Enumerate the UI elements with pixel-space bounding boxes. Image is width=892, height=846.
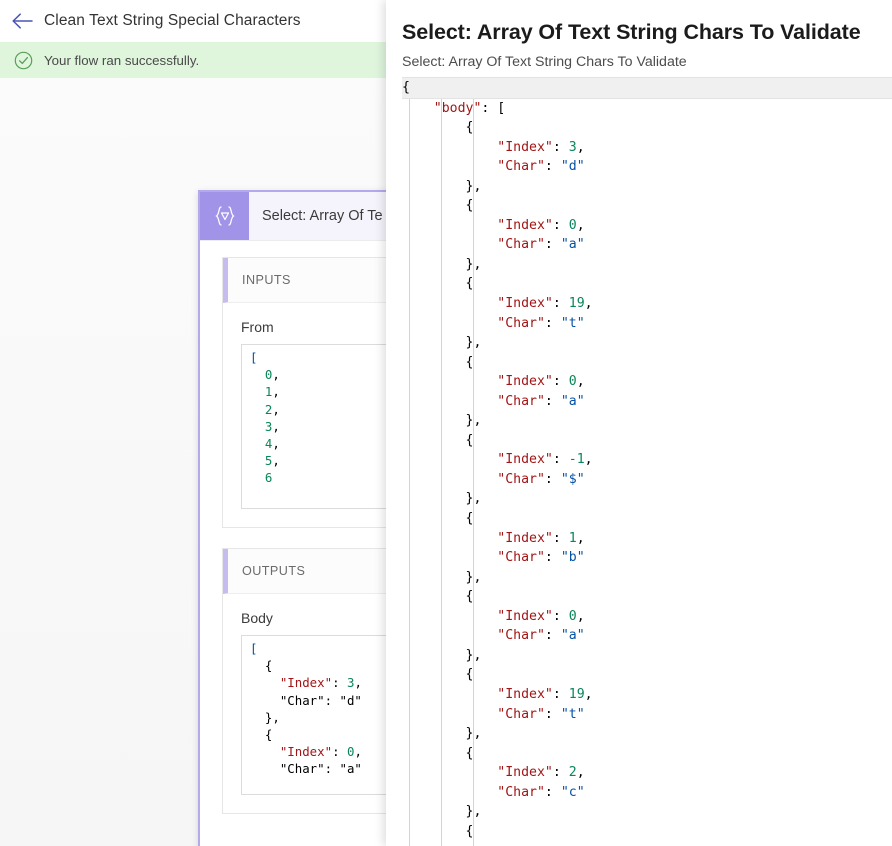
json-line: "Char": "$" bbox=[497, 471, 585, 487]
json-line: "Char": "c" bbox=[497, 784, 585, 800]
code-line: 6 bbox=[264, 470, 273, 486]
code-line: "Index": 0, bbox=[279, 744, 362, 760]
json-line: }, bbox=[402, 804, 482, 820]
json-line: "Char": "a" bbox=[497, 237, 585, 253]
json-line: "Index": 2, bbox=[497, 765, 585, 781]
json-line: "Index": 3, bbox=[497, 139, 585, 155]
code-line: [ bbox=[250, 641, 258, 656]
json-line: "Char": "t" bbox=[497, 706, 585, 722]
code-line: 0, bbox=[264, 367, 280, 383]
arrow-left-icon bbox=[11, 13, 33, 29]
json-line: }, bbox=[402, 726, 482, 742]
json-line: { bbox=[402, 276, 474, 292]
json-line: }, bbox=[402, 413, 482, 429]
json-line: "body": [ bbox=[433, 100, 506, 116]
from-field-label: From bbox=[241, 319, 274, 335]
json-line: "Char": "a" bbox=[497, 628, 585, 644]
json-line: "Char": "b" bbox=[497, 550, 585, 566]
detail-panel-title: Select: Array Of Text String Chars To Va… bbox=[402, 20, 861, 44]
page-title: Clean Text String Special Characters bbox=[44, 12, 301, 29]
json-line: }, bbox=[402, 256, 482, 272]
json-line: { bbox=[402, 354, 474, 370]
json-line: { bbox=[402, 432, 474, 448]
code-line: "Char": "d" bbox=[250, 692, 362, 708]
json-line: }, bbox=[402, 335, 482, 351]
outputs-label: OUTPUTS bbox=[242, 564, 306, 578]
status-banner-text: Your flow ran successfully. bbox=[44, 52, 200, 68]
json-code-lines: { "body": [ { "Index": 3, "Char": "d" },… bbox=[402, 77, 892, 841]
code-line: }, bbox=[250, 709, 280, 725]
json-line: { bbox=[402, 198, 474, 214]
code-line: 1, bbox=[264, 384, 280, 400]
json-line: { bbox=[402, 823, 474, 839]
code-line: 2, bbox=[264, 401, 280, 417]
code-line: { bbox=[250, 658, 273, 674]
json-line: }, bbox=[402, 569, 482, 585]
code-line: { bbox=[250, 727, 273, 743]
json-line: "Index": 0, bbox=[497, 608, 585, 624]
json-line: "Index": 19, bbox=[497, 686, 593, 702]
json-line: "Index": -1, bbox=[497, 452, 593, 468]
json-line: "Char": "a" bbox=[497, 393, 585, 409]
json-line: { bbox=[402, 667, 474, 683]
json-line: { bbox=[402, 745, 474, 761]
check-circle-icon bbox=[14, 51, 33, 70]
json-line: { bbox=[402, 511, 474, 527]
detail-panel: Select: Array Of Text String Chars To Va… bbox=[386, 0, 892, 846]
json-line: { bbox=[402, 77, 892, 99]
json-line: "Index": 19, bbox=[497, 296, 593, 312]
json-line: "Char": "t" bbox=[497, 315, 585, 331]
flow-card-title: Select: Array Of Te bbox=[262, 208, 383, 224]
json-line: { bbox=[402, 120, 474, 136]
code-line: 4, bbox=[264, 436, 280, 452]
json-line: }, bbox=[402, 178, 482, 194]
json-line: "Char": "d" bbox=[497, 159, 585, 175]
code-line: "Char": "a" bbox=[250, 761, 362, 777]
detail-panel-subtitle: Select: Array Of Text String Chars To Va… bbox=[402, 54, 687, 70]
back-button[interactable] bbox=[0, 0, 44, 42]
json-line: }, bbox=[402, 491, 482, 507]
json-line: { bbox=[402, 589, 474, 605]
body-field-label: Body bbox=[241, 610, 273, 626]
code-line: "Index": 3, bbox=[279, 675, 362, 691]
select-braces-icon bbox=[200, 192, 249, 240]
json-line: "Index": 0, bbox=[497, 217, 585, 233]
code-line: 3, bbox=[264, 418, 280, 434]
json-line: "Index": 0, bbox=[497, 374, 585, 390]
code-line: [ bbox=[250, 350, 258, 365]
json-code-viewer[interactable]: { "body": [ { "Index": 3, "Char": "d" },… bbox=[402, 77, 892, 846]
code-line: 5, bbox=[264, 453, 280, 469]
inputs-label: INPUTS bbox=[242, 273, 291, 287]
json-line: "Index": 1, bbox=[497, 530, 585, 546]
json-line: }, bbox=[402, 647, 482, 663]
